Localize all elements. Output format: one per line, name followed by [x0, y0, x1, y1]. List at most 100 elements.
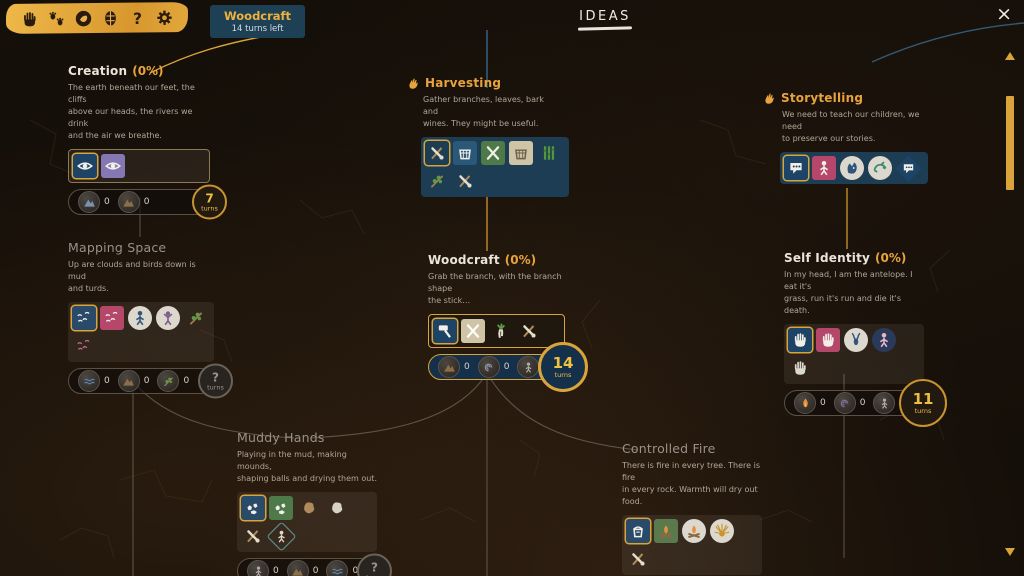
earth-resource-icon	[117, 370, 140, 392]
main-toolbar[interactable]: ?	[5, 2, 189, 34]
observation-eye-icon	[73, 154, 97, 178]
node-self-identity[interactable]: Self Identity (0%) In my head, I am the …	[784, 251, 947, 427]
node-description: The earth beneath our feet, the cliffs a…	[68, 83, 195, 140]
wolf-icon	[840, 156, 864, 180]
fire-pit-icon	[654, 519, 678, 543]
storytellers-icon	[812, 156, 836, 180]
bird-flock-blue-icon	[72, 306, 96, 330]
node-mapping-space[interactable]: Mapping Space Up are clouds and birds do…	[68, 240, 233, 399]
root-icon	[489, 319, 513, 343]
page-title-text: IDEAS	[579, 9, 631, 24]
node-progress: (0%)	[504, 253, 537, 267]
standing-figure-icon	[128, 306, 152, 330]
crossed-tools-icon	[626, 547, 650, 571]
scrollbar-thumb[interactable]	[1006, 96, 1014, 190]
turns-badge: ?turns	[198, 363, 233, 399]
leafy-branch-icon	[184, 306, 208, 330]
people-resource-icon	[247, 560, 269, 576]
plants-resource-icon	[157, 370, 180, 392]
antelope-icon	[844, 328, 868, 352]
bird-flock-pink-icon	[100, 306, 124, 330]
node-title: Creation	[68, 64, 128, 78]
scroll-down-arrow[interactable]	[1005, 548, 1015, 556]
spirit-resource-icon	[517, 356, 540, 378]
crossed-tools-icon	[241, 524, 265, 548]
settings-gear-icon[interactable]	[154, 7, 174, 27]
node-title: Harvesting	[425, 76, 502, 90]
node-title: Self Identity	[784, 251, 871, 265]
figure-diamond-icon	[268, 523, 295, 550]
gathering-tools-icon	[425, 141, 449, 165]
node-description: Gather branches, leaves, bark and wines.…	[423, 95, 544, 128]
hand-outline-icon	[788, 356, 812, 380]
svg-text:?: ?	[133, 9, 142, 27]
idea-icon-panel	[68, 149, 210, 183]
woven-basket-icon	[509, 141, 533, 165]
node-description: We need to teach our children, we need t…	[782, 110, 920, 143]
speech-diamond-icon	[894, 154, 922, 182]
bamboo-icon	[537, 141, 561, 165]
node-title: Storytelling	[781, 91, 864, 105]
earth-resource-icon	[286, 560, 309, 576]
totem-icon[interactable]	[100, 8, 120, 28]
clay-lump-icon	[297, 496, 321, 520]
resource-bar: 0 0 0 ?turns	[68, 363, 233, 399]
node-muddy-hands[interactable]: Muddy Hands Playing in the mud, making m…	[237, 430, 392, 576]
cliffs-resource-icon	[78, 191, 100, 213]
help-icon[interactable]: ?	[127, 7, 147, 27]
idea-icon-panel	[428, 314, 565, 348]
idea-hand-icon	[406, 76, 420, 90]
fire-resource-icon	[794, 392, 816, 414]
idea-icon-panel	[622, 515, 762, 575]
leaves-and-stones-icon	[269, 496, 293, 520]
leafy-branch-icon	[425, 169, 449, 193]
node-title: Woodcraft	[428, 253, 500, 267]
node-title: Mapping Space	[68, 240, 167, 255]
bird-sketch-icon	[72, 334, 96, 358]
speech-bubble-icon	[784, 156, 808, 180]
creature-icon[interactable]	[73, 8, 93, 28]
node-progress: (0%)	[875, 251, 907, 265]
campfire-icon	[682, 519, 706, 543]
node-storytelling[interactable]: Storytelling We need to teach our childr…	[762, 91, 928, 184]
node-harvesting[interactable]: Harvesting Gather branches, leaves, bark…	[406, 76, 569, 197]
node-description: Grab the branch, with the branch shape t…	[428, 272, 562, 305]
animal-tracks-icon[interactable]	[46, 8, 66, 28]
earth-resource-icon	[438, 356, 460, 378]
idea-icon-panel	[784, 324, 924, 384]
dancing-figure-icon	[156, 306, 180, 330]
water-resource-icon	[326, 560, 349, 576]
vision-eye-icon	[101, 154, 125, 178]
active-research-status: 14 turns left	[231, 24, 284, 34]
cooking-pot-icon	[626, 519, 650, 543]
hammer-icon	[433, 319, 457, 343]
close-icon[interactable]: ×	[996, 3, 1012, 25]
mud-stones-icon	[241, 496, 265, 520]
idea-hand-icon	[762, 91, 776, 105]
sun-rays-icon	[710, 519, 734, 543]
page-title: IDEAS	[560, 9, 650, 31]
node-description: There is fire in every tree. There is fi…	[622, 461, 761, 506]
hand-tool-icon[interactable]	[19, 9, 39, 29]
node-woodcraft[interactable]: Woodcraft (0%) Grab the branch, with the…	[428, 253, 588, 392]
node-controlled-fire[interactable]: Controlled Fire There is fire in every t…	[622, 441, 762, 576]
node-title: Muddy Hands	[237, 430, 325, 445]
crossed-clubs-icon	[453, 169, 477, 193]
spirit-figure-icon	[872, 328, 896, 352]
node-description: Playing in the mud, making mounds, shapi…	[237, 450, 377, 483]
node-creation[interactable]: Creation (0%) The earth beneath our feet…	[68, 64, 227, 220]
foliage-tools-icon	[481, 141, 505, 165]
water-resource-icon	[78, 370, 100, 392]
node-title: Controlled Fire	[622, 441, 716, 456]
earth-resource-icon	[117, 191, 140, 213]
turns-badge: ?turns	[357, 553, 392, 576]
node-description: Up are clouds and birds down is mud and …	[68, 260, 196, 293]
scroll-up-arrow[interactable]	[1005, 52, 1015, 60]
active-research-badge[interactable]: Woodcraft 14 turns left	[210, 5, 306, 38]
dried-clay-icon	[325, 496, 349, 520]
